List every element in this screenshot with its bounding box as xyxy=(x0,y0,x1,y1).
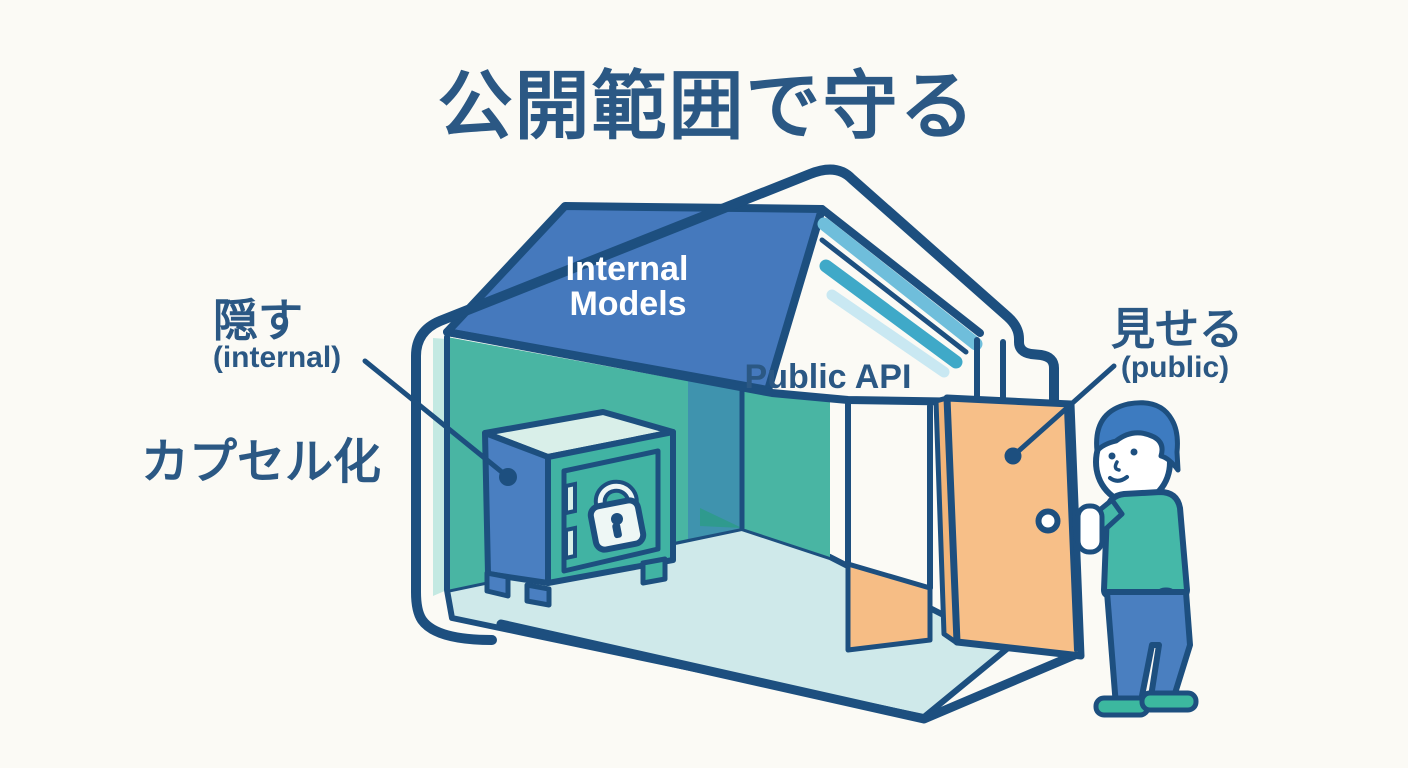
label-show-jp: 見せる xyxy=(1111,305,1243,354)
doorway xyxy=(845,337,1006,653)
person-eye xyxy=(1108,452,1116,460)
gable-label: Public API xyxy=(745,358,912,396)
leader-dot xyxy=(1004,447,1022,465)
safe-foot xyxy=(640,556,668,586)
door-panel xyxy=(943,394,1085,660)
safe-side xyxy=(482,430,551,586)
safe-foot xyxy=(524,582,552,608)
roof-label-line2: Models xyxy=(569,285,686,323)
person-hand xyxy=(1075,503,1105,555)
roof-label-line1: Internal xyxy=(566,250,689,288)
person-shoe xyxy=(1139,690,1199,713)
label-encapsulation: カプセル化 xyxy=(141,436,381,489)
person-eye xyxy=(1130,448,1138,456)
outline-top xyxy=(411,164,1059,645)
eave-line xyxy=(443,328,982,406)
wall-shade-band xyxy=(688,381,742,539)
annotation-leader-internal xyxy=(362,358,517,486)
house-outline xyxy=(411,164,1082,724)
lock-icon xyxy=(587,479,647,553)
open-door xyxy=(933,394,1085,660)
person-mouth xyxy=(1108,475,1129,483)
safe-hinge-bottom xyxy=(564,525,577,561)
leader-dot xyxy=(499,468,517,486)
page-title: 公開範囲で守る xyxy=(437,64,976,148)
door-edge-line xyxy=(1064,406,1078,652)
safe-foot xyxy=(484,570,511,599)
wall-edge-strip xyxy=(433,338,447,596)
safe-box xyxy=(482,409,676,608)
outline-bottom xyxy=(496,619,1082,724)
door-knob xyxy=(1035,508,1061,534)
label-show-en: (public) xyxy=(1121,351,1229,384)
person-hair xyxy=(1094,400,1181,473)
person-figure xyxy=(1075,400,1199,718)
safe-hinge-top xyxy=(564,481,577,516)
label-hide-jp: 隠す xyxy=(213,295,303,346)
house xyxy=(433,202,1011,720)
side-wall xyxy=(742,390,830,557)
corner-shadow xyxy=(700,508,742,528)
label-hide-en: (internal) xyxy=(213,341,341,374)
doorway-floor-wedge xyxy=(845,561,933,653)
roof-trim-stripes xyxy=(817,205,984,378)
annotation-leader-public xyxy=(1004,363,1117,465)
person-nose xyxy=(1113,460,1121,472)
